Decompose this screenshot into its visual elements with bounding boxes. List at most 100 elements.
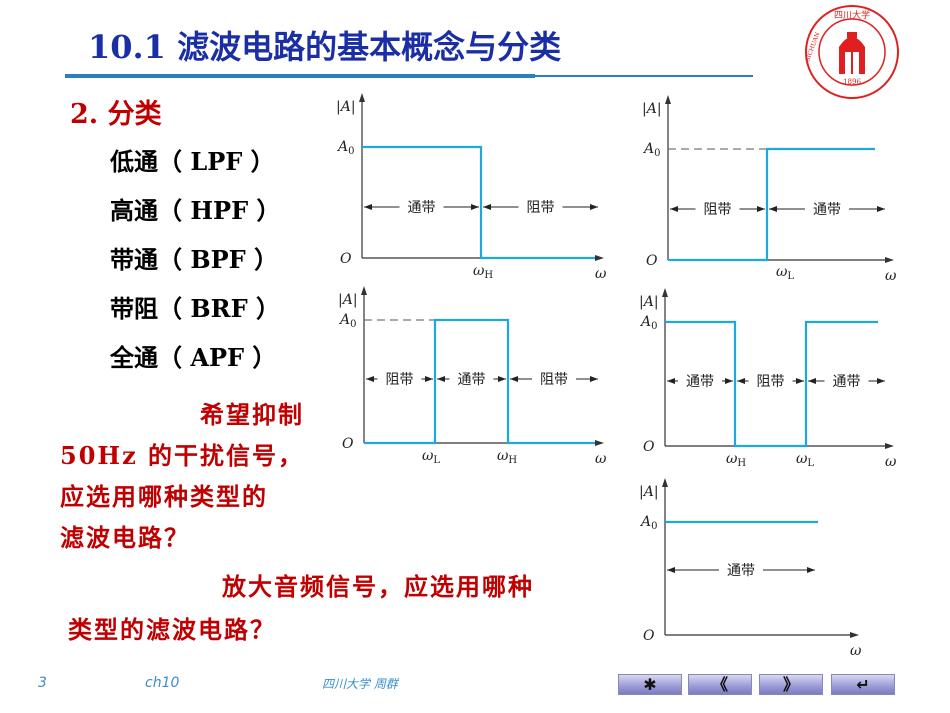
filter-type-lpf: 低通（ LPF ） [110,147,275,176]
filter-type-hpf: 高通（ HPF ） [110,196,281,225]
question2-line2: 类型的滤波电路？ [68,615,276,644]
brf-y-arrow-icon [662,288,668,297]
filter-type-brf: 带阻（ BRF ） [110,294,280,323]
brf-stopband-arrow-right-arrowhead [796,378,804,384]
question1-line2: 50Hz 的干扰信号， [60,441,305,470]
hpf-a0-label: A0 [642,141,661,159]
bpf-stopband-low-arrow-left-arrowhead [366,376,374,382]
previous-button[interactable]: 《 [688,674,752,695]
brf-high-cutoff-label: ωL [796,451,814,469]
hpf-passband-arrow-left-arrowhead [769,206,777,212]
apf-a0-label: A0 [639,514,658,532]
brf-stopband-arrow-left-arrowhead [737,378,745,384]
return-button[interactable]: ↵ [831,674,895,695]
apf-x-arrow-icon [850,632,859,638]
lpf-a0-label: A0 [336,139,355,157]
bpf-low-cutoff-label: ωL [422,448,440,466]
lpf-passband-label-bg [399,198,444,216]
bpf-x-arrow-icon [595,440,604,446]
next-button[interactable]: 》 [759,674,823,695]
lpf-stopband-label-bg [518,198,563,216]
bpf-x-label: ω [595,451,607,467]
filter-type-bpf: 带通（ BPF ） [110,245,279,274]
brf-stopband-label: 阻带 [757,374,785,390]
hpf-cutoff-label: ωL [776,264,794,282]
bpf-stopband-low-label: 阻带 [386,372,414,388]
hpf-stopband-label-bg [695,200,740,218]
brf-x-label: ω [885,454,897,470]
bpf-response-curve [364,318,595,445]
sichuan-university-logo: 1896 四川大学 SICHUAN [804,5,899,99]
brf-origin-label: O [643,439,655,455]
brf-passband-low-arrow-right-arrowhead [725,378,733,384]
lpf-y-arrow-icon [359,93,365,102]
lpf-passband-label: 通带 [408,200,436,216]
apf-y-label: |A| [639,484,659,500]
svg-text:四川大学: 四川大学 [834,9,870,21]
bpf-stopband-high-arrow-right-arrowhead [590,376,598,382]
lpf-response-curve [362,145,595,260]
question1-line4: 滤波电路？ [60,523,190,552]
bpf-high-cutoff-label: ωH [497,448,517,466]
apf-passband-label-bg [719,561,763,579]
question2-line1: 放大音频信号，应选用哪种 [222,572,534,601]
hpf-stopband-arrow-right-arrowhead [757,206,765,212]
question1-line1: 希望抑制 [200,400,304,429]
hpf-response-curve [668,147,875,262]
lpf-x-label: ω [595,266,607,282]
filter-type-apf: 全通（ APF ） [110,343,277,372]
hpf-x-label: ω [885,268,897,284]
hpf-stopband-label: 阻带 [704,202,732,218]
bpf-passband-arrow-right-arrowhead [498,376,506,382]
home-button[interactable]: ✱ [618,674,682,695]
brf-response-curve [665,320,878,448]
lpf-stopband-label: 阻带 [527,200,555,216]
brf-passband-high-label: 通带 [833,374,861,390]
bpf-y-arrow-icon [361,286,367,295]
page-title: 10.1 滤波电路的基本概念与分类 [88,28,562,66]
brf-passband-low-label-bg [678,372,722,390]
apf-y-arrow-icon [662,478,668,487]
brf-a0-label: A0 [639,314,658,332]
hpf-passband-label-bg [805,200,849,218]
lpf-origin-label: O [340,251,352,267]
brf-x-arrow-icon [885,443,894,449]
brf-stopband-label-bg [748,372,793,390]
section-heading: 2. 分类 [70,99,162,130]
bpf-stopband-low-arrow-right-arrowhead [425,376,433,382]
apf-passband-arrow-right-arrowhead [807,567,815,573]
bpf-a0-label: A0 [338,312,357,330]
author-label: 四川大学 周群 [322,677,398,691]
brf-passband-high-arrow-right-arrowhead [877,378,885,384]
question1-line3: 应选用哪种类型的 [60,482,268,511]
filter-response-diagrams: |A|OωA0通带阻带ωH|A|OωA0阻带通带ωL|A|OωA0阻带通带阻带ω… [336,93,897,659]
brf-passband-low-arrow-left-arrowhead [667,378,675,384]
lpf-x-arrow-icon [595,255,604,261]
brf-passband-high-arrow-left-arrowhead [808,378,816,384]
bpf-stopband-high-label-bg [532,370,576,388]
hpf-x-arrow-icon [885,257,894,263]
title-underline-thin [535,75,753,77]
bpf-passband-label: 通带 [458,372,486,388]
bpf-passband-arrow-left-arrowhead [437,376,445,382]
hpf-passband-arrow-right-arrowhead [877,206,885,212]
bpf-origin-label: O [342,436,354,452]
lpf-passband-arrow-left-arrowhead [364,204,372,210]
hpf-y-label: |A| [642,101,662,117]
hpf-passband-label: 通带 [813,202,841,218]
lpf-y-label: |A| [336,99,356,115]
lpf-cutoff-label: ωH [473,263,493,281]
brf-low-cutoff-label: ωH [726,451,746,469]
apf-passband-label: 通带 [727,563,755,579]
hpf-stopband-arrow-left-arrowhead [670,206,678,212]
lpf-stopband-arrow-left-arrowhead [483,204,491,210]
svg-text:1896: 1896 [843,78,861,86]
apf-x-label: ω [850,643,862,659]
title-underline [65,74,535,78]
bpf-stopband-high-label: 阻带 [540,372,568,388]
hpf-origin-label: O [646,253,658,269]
bpf-stopband-high-arrow-left-arrowhead [510,376,518,382]
page-number: 3 [38,675,47,691]
bpf-stopband-low-label-bg [377,370,422,388]
